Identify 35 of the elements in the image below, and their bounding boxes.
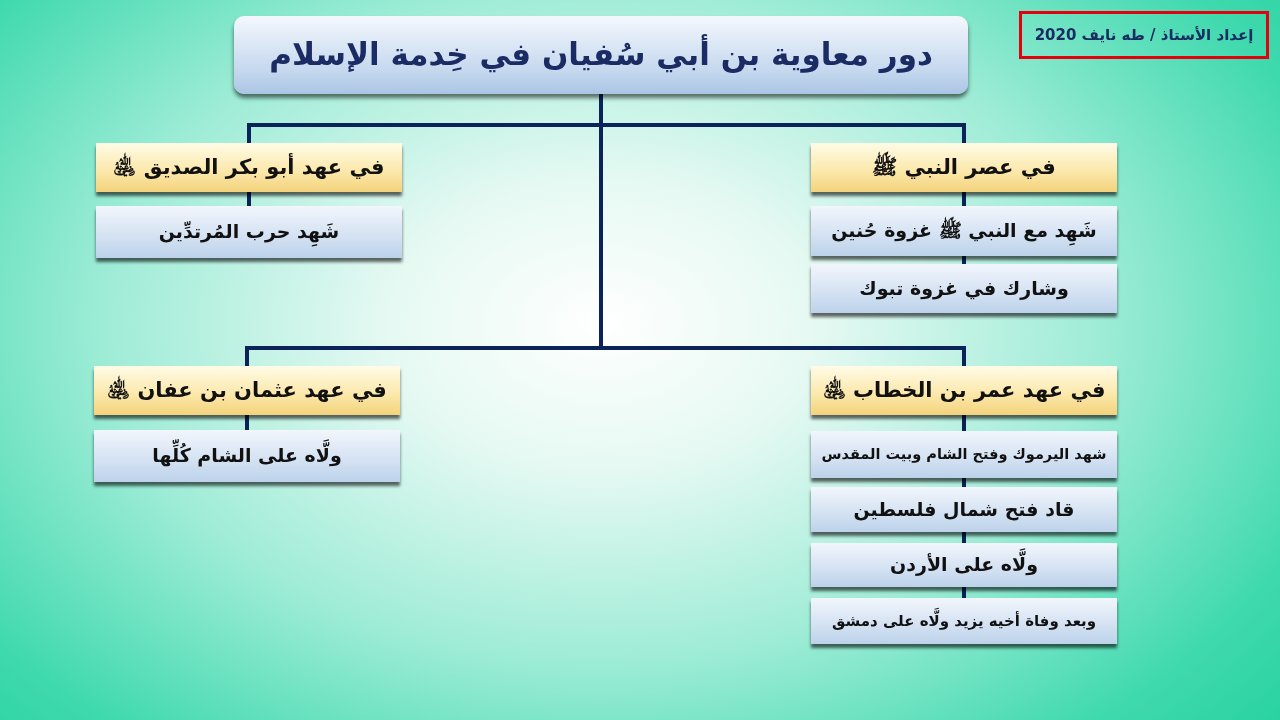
title-text: دور معاوية بن أبي سُفيان في خِدمة الإسلام bbox=[269, 33, 933, 75]
heading-box bbox=[811, 143, 1117, 192]
item-text: شَهِد حرب المُرتدِّين bbox=[158, 216, 340, 248]
heading-box bbox=[811, 366, 1117, 415]
item-box bbox=[811, 264, 1117, 313]
item-text: ولَّاه على الأردن bbox=[890, 549, 1038, 581]
heading-box bbox=[96, 143, 402, 192]
item-box bbox=[94, 430, 400, 482]
item-box bbox=[811, 543, 1117, 587]
credit-text: إعداد الأستاذ / طه نايف 2020 bbox=[1034, 25, 1254, 46]
item-box bbox=[811, 206, 1117, 256]
item-text: وشارك في غزوة تبوك bbox=[859, 275, 1069, 302]
connector-line bbox=[245, 415, 249, 430]
heading-text: في عهد عمر بن الخطاب ﵁ bbox=[822, 373, 1106, 408]
item-text: ولَّاه على الشام كُلِّها bbox=[152, 440, 342, 472]
connector-line bbox=[962, 256, 966, 264]
item-text: قاد فتح شمال فلسطين bbox=[853, 496, 1075, 523]
heading-box bbox=[94, 366, 400, 415]
heading-text: في عهد عثمان بن عفان ﵁ bbox=[107, 373, 387, 408]
connector-line bbox=[962, 532, 966, 543]
item-box bbox=[96, 206, 402, 258]
title-banner bbox=[234, 16, 968, 94]
connector-line bbox=[247, 192, 251, 206]
connector-line bbox=[962, 478, 966, 487]
item-box bbox=[811, 431, 1117, 478]
connector-line bbox=[962, 192, 966, 206]
item-text: شهد اليرموك وفتح الشام وبيت المقدس bbox=[821, 444, 1107, 465]
heading-text: في عهد أبو بكر الصديق ﵁ bbox=[113, 150, 385, 185]
connector-line bbox=[962, 587, 966, 598]
item-box bbox=[811, 598, 1117, 644]
item-box bbox=[811, 487, 1117, 532]
heading-text: في عصر النبي ﷺ bbox=[872, 150, 1056, 185]
connector-line bbox=[962, 415, 966, 431]
item-text: وبعد وفاة أخيه يزيد ولَّاه على دمشق bbox=[831, 608, 1097, 634]
item-text: شَهِد مع النبي ﷺ غزوة حُنين bbox=[831, 215, 1097, 247]
